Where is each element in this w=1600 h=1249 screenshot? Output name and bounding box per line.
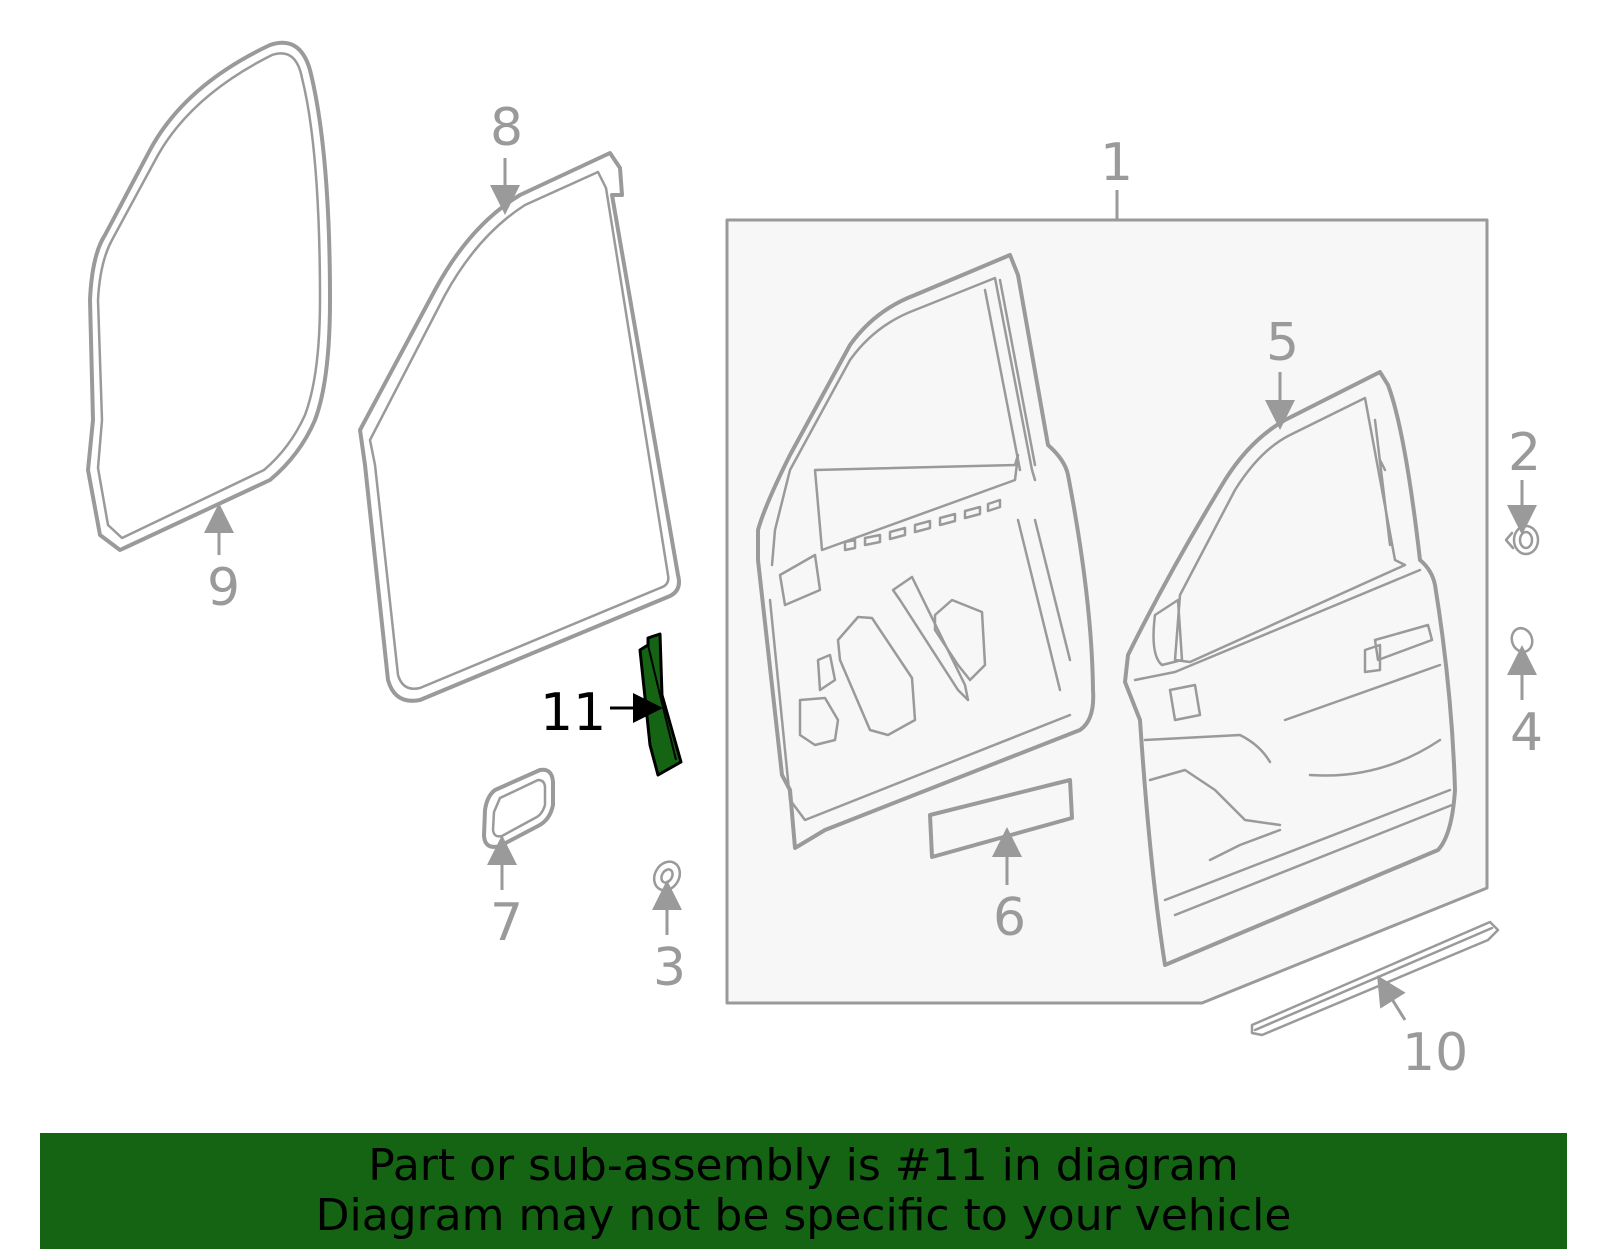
part-10-molding: [1250, 920, 1500, 1037]
callout-11[interactable]: 11: [540, 683, 606, 743]
footer-banner: Part or sub-assembly is #11 in diagram D…: [40, 1133, 1567, 1249]
callout-1: 1: [1100, 133, 1133, 193]
callout-7: 7: [490, 893, 523, 953]
part-8-frame-weatherstrip: [358, 151, 681, 703]
footer-line-2: Diagram may not be specific to your vehi…: [315, 1190, 1292, 1241]
callout-3: 3: [653, 938, 686, 998]
part-5-door-outer: [1123, 370, 1457, 967]
callout-10: 10: [1402, 1023, 1468, 1083]
door-assembly-panel: [725, 190, 1489, 1005]
callout-5: 5: [1266, 313, 1299, 373]
part-11-highlighted[interactable]: [610, 632, 683, 777]
footer-line-1: Part or sub-assembly is #11 in diagram: [368, 1140, 1239, 1191]
part-3-grommet: [652, 860, 682, 935]
part-4-plug: [1507, 626, 1537, 700]
part-6-applique: [928, 778, 1074, 885]
callout-8: 8: [490, 98, 523, 158]
part-9-weatherstrip: [86, 40, 332, 555]
callout-2: 2: [1508, 423, 1541, 483]
callout-6: 6: [993, 888, 1026, 948]
callout-9: 9: [207, 558, 240, 618]
part-7-bezel: [482, 767, 555, 890]
part-2-clip: [1504, 480, 1540, 556]
callout-4: 4: [1510, 703, 1543, 763]
part-1-door-shell: [756, 253, 1096, 850]
parts-diagram: 1 2 3 4 5 6 7 8 9 10 11: [86, 40, 1543, 1083]
